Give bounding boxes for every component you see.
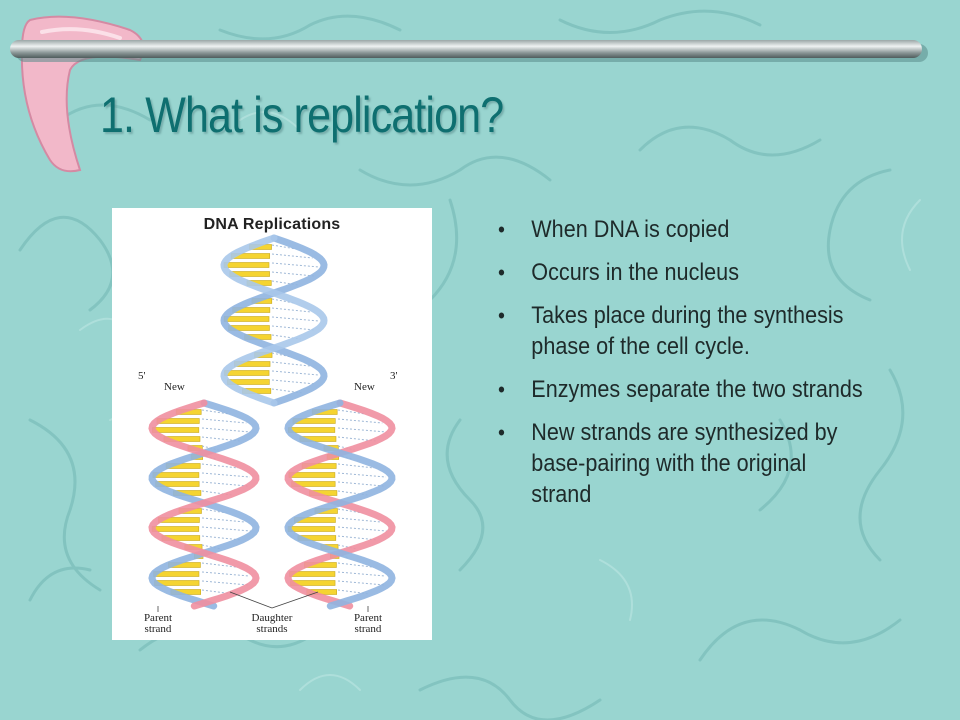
left-daughter-helix-hydrogen-bond bbox=[201, 589, 234, 595]
left-daughter-helix-hydrogen-bond bbox=[201, 580, 249, 586]
bullet-dot: • bbox=[498, 217, 505, 242]
right-daughter-helix-hydrogen-bond bbox=[337, 409, 366, 415]
left-daughter-helix-hydrogen-bond bbox=[201, 427, 251, 433]
parent-helix-base-pair bbox=[224, 370, 270, 376]
bullet-text: New strands are synthesized by base-pair… bbox=[531, 419, 838, 508]
bullet-text: Occurs in the nucleus bbox=[531, 259, 740, 286]
parent-helix-base-pair bbox=[223, 316, 270, 322]
bullet-item: • Occurs in the nucleus bbox=[498, 257, 864, 288]
left-daughter-helix-hydrogen-bond bbox=[201, 418, 247, 424]
bullet-item: • Enzymes separate the two strands bbox=[498, 374, 864, 405]
parent-helix-hydrogen-bond bbox=[271, 325, 315, 331]
left-daughter-helix-base-pair bbox=[152, 427, 200, 433]
label-new-left: New bbox=[164, 381, 185, 393]
left-daughter-helix-hydrogen-bond bbox=[201, 409, 230, 415]
parent-helix-hydrogen-bond bbox=[271, 316, 319, 322]
bullet-text: When DNA is copied bbox=[531, 216, 730, 243]
right-daughter-helix-hydrogen-bond bbox=[337, 562, 373, 568]
left-daughter-helix-hydrogen-bond bbox=[201, 517, 246, 523]
parent-helix-hydrogen-bond bbox=[271, 262, 320, 268]
left-daughter-helix-hydrogen-bond bbox=[201, 472, 251, 478]
bullet-item: • When DNA is copied bbox=[498, 214, 864, 245]
right-daughter-helix-hydrogen-bond bbox=[337, 571, 386, 577]
right-daughter-helix-hydrogen-bond bbox=[337, 526, 387, 532]
left-daughter-helix-strand-b bbox=[148, 399, 260, 610]
right-daughter-helix-base-pair bbox=[287, 526, 336, 532]
right-daughter-helix-strand-b bbox=[284, 399, 396, 610]
dna-replication-figure: DNA Replications 5' New 3' New Parent st… bbox=[112, 208, 432, 640]
left-daughter-helix-base-pair bbox=[151, 526, 200, 532]
bullet-dot: • bbox=[498, 420, 505, 445]
parent-helix-strand-b bbox=[220, 234, 328, 407]
left-daughter-helix-hydrogen-bond bbox=[201, 562, 237, 568]
right-daughter-helix-hydrogen-bond bbox=[337, 427, 387, 433]
left-daughter-helix-hydrogen-bond bbox=[201, 571, 250, 577]
parent-helix-hydrogen-bond bbox=[271, 379, 316, 385]
label-3-prime: 3' bbox=[390, 370, 398, 382]
parent-helix-hydrogen-bond bbox=[271, 253, 313, 259]
dna-helix-drawing bbox=[148, 234, 396, 612]
right-daughter-helix-hydrogen-bond bbox=[337, 517, 382, 523]
left-daughter-helix-hydrogen-bond bbox=[201, 481, 248, 487]
parent-helix-strand-a bbox=[220, 234, 328, 407]
parent-helix-hydrogen-bond bbox=[271, 244, 297, 250]
right-daughter-helix-hydrogen-bond bbox=[337, 589, 370, 595]
label-parent-strand-left: Parent strand bbox=[143, 612, 173, 635]
right-daughter-helix-base-pair bbox=[288, 427, 336, 433]
label-parent-strand-right: Parent strand bbox=[353, 612, 383, 635]
bullet-dot: • bbox=[498, 260, 505, 285]
slide-title: 1. What is replication? bbox=[100, 87, 504, 143]
bullet-item: • Takes place during the synthesis phase … bbox=[498, 300, 864, 362]
parent-helix-base-pair bbox=[223, 262, 270, 268]
bullet-dot: • bbox=[498, 303, 505, 328]
parent-helix-hydrogen-bond bbox=[271, 271, 314, 277]
bullet-text: Takes place during the synthesis phase o… bbox=[531, 302, 844, 360]
bullet-dot: • bbox=[498, 377, 505, 402]
right-daughter-helix-hydrogen-bond bbox=[337, 580, 385, 586]
right-daughter-helix-hydrogen-bond bbox=[337, 481, 384, 487]
parent-helix-hydrogen-bond bbox=[271, 307, 312, 313]
right-daughter-helix-hydrogen-bond bbox=[337, 418, 383, 424]
bullet-text: Enzymes separate the two strands bbox=[531, 376, 863, 403]
bullet-list: • When DNA is copied • Occurs in the nucle… bbox=[498, 214, 898, 522]
parent-helix-hydrogen-bond bbox=[271, 334, 301, 340]
bullet-item: • New strands are synthesized by base-pai… bbox=[498, 417, 864, 510]
label-daughter-strands: Daughter strands bbox=[251, 612, 293, 635]
right-daughter-helix-hydrogen-bond bbox=[337, 472, 387, 478]
pointer-daughter-right bbox=[271, 591, 319, 609]
figure-title: DNA Replications bbox=[203, 216, 341, 233]
pointer-daughter-left bbox=[229, 591, 273, 609]
left-daughter-helix-hydrogen-bond bbox=[201, 526, 251, 532]
label-5-prime: 5' bbox=[138, 370, 146, 382]
title-bar-divider bbox=[10, 40, 928, 62]
parent-helix-hydrogen-bond bbox=[271, 370, 319, 376]
label-new-right: New bbox=[354, 381, 375, 393]
parent-helix-hydrogen-bond bbox=[271, 280, 299, 286]
